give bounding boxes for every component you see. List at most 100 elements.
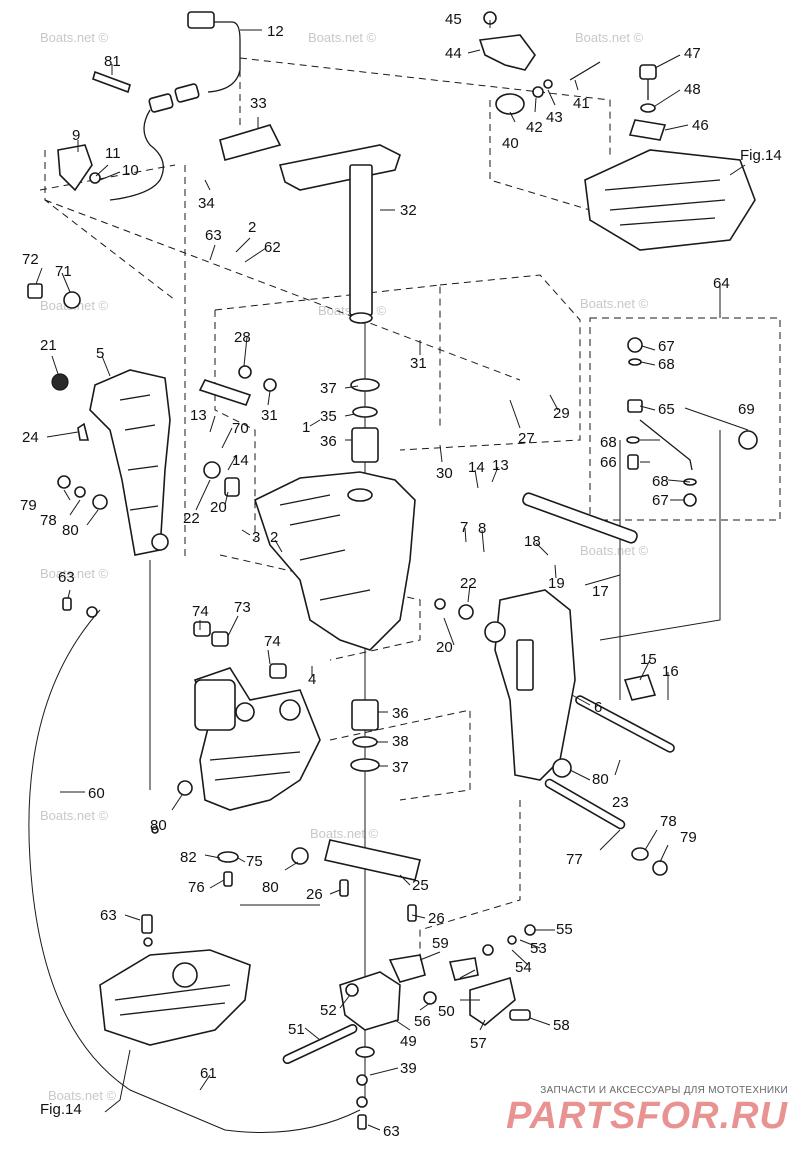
watermark: Boats.net ©	[40, 566, 109, 581]
steering-bracket	[219, 124, 401, 463]
callout-20: 20	[210, 499, 227, 516]
callout-17: 17	[592, 583, 609, 600]
swivel-bracket	[198, 365, 416, 651]
callout-80: 80	[262, 879, 279, 896]
callout-37: 37	[320, 380, 337, 397]
callout-12: 12	[267, 23, 284, 40]
callout-labels: 12 81 9 11 10 33 34 32 45 44 40 42 43 41…	[20, 11, 782, 1140]
callout-72: 72	[22, 251, 39, 268]
rods-right	[544, 695, 675, 876]
callout-13: 13	[190, 407, 207, 424]
callout-45: 45	[445, 11, 462, 28]
callout-78: 78	[40, 512, 57, 529]
callout-63: 63	[205, 227, 222, 244]
tilt-cylinder-assembly	[177, 621, 321, 887]
callout-80: 80	[592, 771, 609, 788]
callout-61: 61	[200, 1065, 217, 1082]
callout-68: 68	[652, 473, 669, 490]
callout-48: 48	[684, 81, 701, 98]
lower-assembly	[282, 924, 536, 1130]
callout-2: 2	[248, 219, 256, 236]
callout-63: 63	[383, 1123, 400, 1140]
callout-75: 75	[246, 853, 263, 870]
callout-36: 36	[320, 433, 337, 450]
callout-69: 69	[738, 401, 755, 418]
callout-40: 40	[502, 135, 519, 152]
callout-22: 22	[460, 575, 477, 592]
callout-68: 68	[600, 434, 617, 451]
callout-77: 77	[566, 851, 583, 868]
callout-8: 8	[478, 520, 486, 537]
callout-68: 68	[658, 356, 675, 373]
callout-54: 54	[515, 959, 532, 976]
figure-ref-bottom: Fig.14	[40, 1101, 82, 1118]
partsfor-banner[interactable]: ЗАПЧАСТИ И АКСЕССУАРЫ ДЛЯ МОТОТЕХНИКИ PA…	[506, 1085, 788, 1136]
watermark: Boats.net ©	[48, 1088, 117, 1103]
callout-37: 37	[392, 759, 409, 776]
guide-lines	[28, 230, 721, 1133]
callout-32: 32	[400, 202, 417, 219]
callout-1: 1	[302, 419, 310, 436]
callout-2: 2	[270, 529, 278, 546]
assembly-guides	[39, 57, 781, 970]
callout-39: 39	[400, 1060, 417, 1077]
callout-36: 36	[392, 705, 409, 722]
callout-52: 52	[320, 1002, 337, 1019]
callout-3: 3	[252, 529, 260, 546]
callout-76: 76	[188, 879, 205, 896]
partsfor-logo: PARTSFOR.RU	[506, 1095, 788, 1137]
callout-64: 64	[713, 275, 730, 292]
callout-71: 71	[55, 263, 72, 280]
callout-42: 42	[526, 119, 543, 136]
callout-57: 57	[470, 1035, 487, 1052]
callout-19: 19	[548, 575, 565, 592]
left-clamp-bracket	[51, 369, 171, 556]
callout-26: 26	[306, 886, 323, 903]
watermark: Boats.net ©	[310, 826, 379, 841]
callout-28: 28	[234, 329, 251, 346]
callout-41: 41	[573, 95, 590, 112]
callout-50: 50	[438, 1003, 455, 1020]
callout-34: 34	[198, 195, 215, 212]
callout-14: 14	[468, 459, 485, 476]
callout-21: 21	[40, 337, 57, 354]
callout-80: 80	[150, 817, 167, 834]
watermark: Boats.net ©	[308, 30, 377, 45]
watermark: Boats.net ©	[580, 543, 649, 558]
callout-58: 58	[553, 1017, 570, 1034]
callout-66: 66	[600, 454, 617, 471]
callout-22: 22	[183, 510, 200, 527]
callout-53: 53	[530, 940, 547, 957]
callout-20: 20	[436, 639, 453, 656]
callout-55: 55	[556, 921, 573, 938]
callout-44: 44	[445, 45, 462, 62]
callout-59: 59	[432, 935, 449, 952]
sensor-harness	[57, 11, 241, 201]
callout-47: 47	[684, 45, 701, 62]
banner-caption: ЗАПЧАСТИ И АКСЕССУАРЫ ДЛЯ МОТОТЕХНИКИ	[540, 1085, 788, 1096]
callout-14: 14	[232, 452, 249, 469]
callout-10: 10	[122, 162, 139, 179]
callout-24: 24	[22, 429, 39, 446]
lower-left-housing	[99, 914, 251, 1046]
group-64-parts	[626, 337, 758, 507]
callout-78: 78	[660, 813, 677, 830]
callout-65: 65	[658, 401, 675, 418]
callout-43: 43	[546, 109, 563, 126]
callout-13: 13	[492, 457, 509, 474]
callout-31: 31	[410, 355, 427, 372]
callout-11: 11	[105, 145, 121, 162]
callout-67: 67	[652, 492, 669, 509]
callout-5: 5	[96, 345, 104, 362]
callout-60: 60	[88, 785, 105, 802]
callout-16: 16	[662, 663, 679, 680]
callout-82: 82	[180, 849, 197, 866]
callout-35: 35	[320, 408, 337, 425]
callout-63: 63	[58, 569, 75, 586]
callout-15: 15	[640, 651, 657, 668]
callout-33: 33	[250, 95, 267, 112]
callout-79: 79	[680, 829, 697, 846]
callout-31: 31	[261, 407, 278, 424]
watermark: Boats.net ©	[40, 30, 109, 45]
